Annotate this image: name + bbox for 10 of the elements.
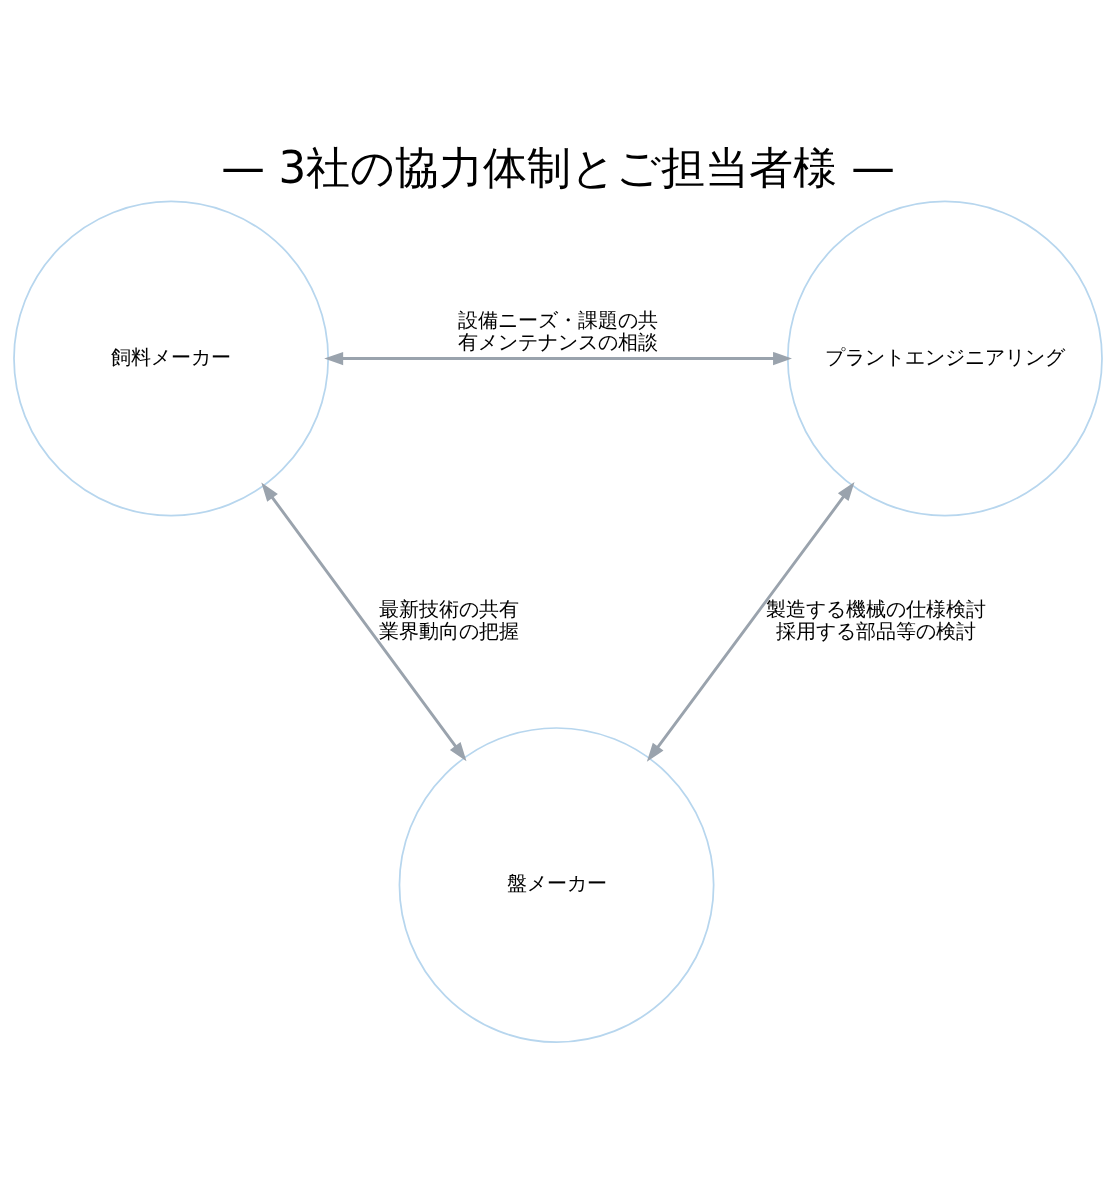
arrow [646, 481, 855, 762]
node-circle: プラントエンジニアリング [786, 200, 1103, 517]
diagram-title: — 3社の協力体制とご担当者様 — [221, 142, 895, 193]
arrow [324, 351, 792, 366]
edge-label: 最新技術の共有業界動向の把握 [378, 597, 519, 644]
edge-label: 設備ニーズ・課題の共有メンテナンスの相談 [458, 307, 658, 354]
arrow [261, 482, 467, 762]
node-circle: 盤メーカー [398, 727, 715, 1044]
node-circle: 飼料メーカー [13, 200, 330, 517]
edge-label: 製造する機械の仕様検討採用する部品等の検討 [765, 597, 986, 644]
